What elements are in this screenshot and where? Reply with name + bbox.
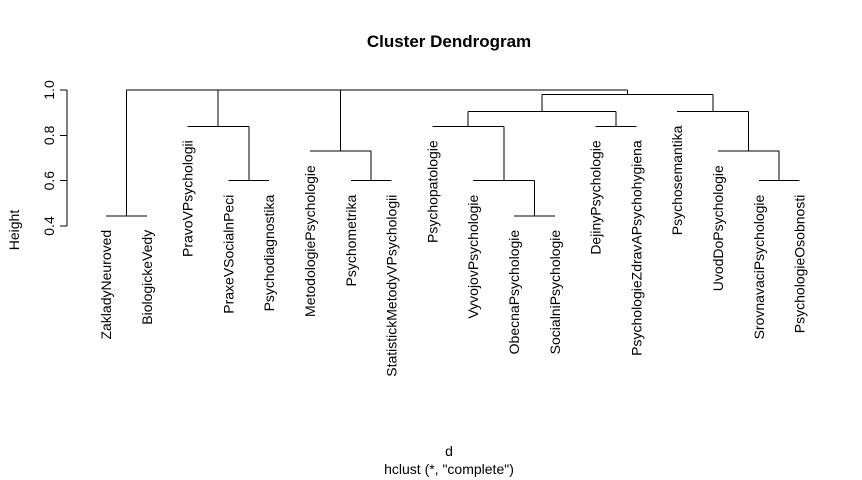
dendrogram-links: [106, 89, 800, 217]
y-tick-label: 0.6: [41, 171, 57, 191]
leaf-label: StatistickMetodyVPsychologii: [384, 195, 400, 377]
leaf-label: ZakladyNeuroved: [98, 230, 114, 340]
leaf-label: VyvojovPsychologie: [465, 194, 481, 318]
leaf-label: UvodDoPsychologie: [710, 165, 726, 291]
leaf-label: MetodologiePsychologie: [302, 165, 318, 317]
leaf-label: SrovnavaciPsychologie: [751, 194, 767, 339]
leaf-label: Psychosemantika: [669, 125, 685, 235]
chart-title: Cluster Dendrogram: [367, 32, 531, 51]
y-axis-label: Height: [6, 210, 22, 251]
x-axis-label: d: [445, 443, 453, 459]
y-tick-label: 0.8: [41, 125, 57, 145]
hclust-subtitle: hclust (*, "complete"): [384, 461, 514, 477]
leaf-label: Psychopatologie: [424, 140, 440, 243]
y-tick-label: 0.4: [41, 216, 57, 236]
leaf-label: SocialniPsychologie: [547, 230, 563, 355]
leaf-label: DejinyPsychologie: [588, 140, 604, 255]
leaf-label: PraxeVSocialnPeci: [220, 195, 236, 314]
y-axis: 0.4 0.6 0.8 1.0: [41, 80, 68, 236]
leaf-labels: ZakladyNeuroved BiologickeVedy PravoVPsych…: [98, 125, 808, 376]
leaf-label: Psychometrika: [343, 194, 359, 286]
leaf-label: PsychologieZdravAPsychohygiena: [628, 140, 644, 356]
leaf-label: ObecnaPsychologie: [506, 230, 522, 355]
leaf-label: PsychologieOsobnosti: [792, 195, 808, 334]
leaf-label: PravoVPsychologii: [180, 140, 196, 257]
leaf-label: BiologickeVedy: [139, 230, 155, 325]
leaf-label: Psychodiagnostika: [261, 194, 277, 311]
y-tick-label: 1.0: [41, 80, 57, 100]
